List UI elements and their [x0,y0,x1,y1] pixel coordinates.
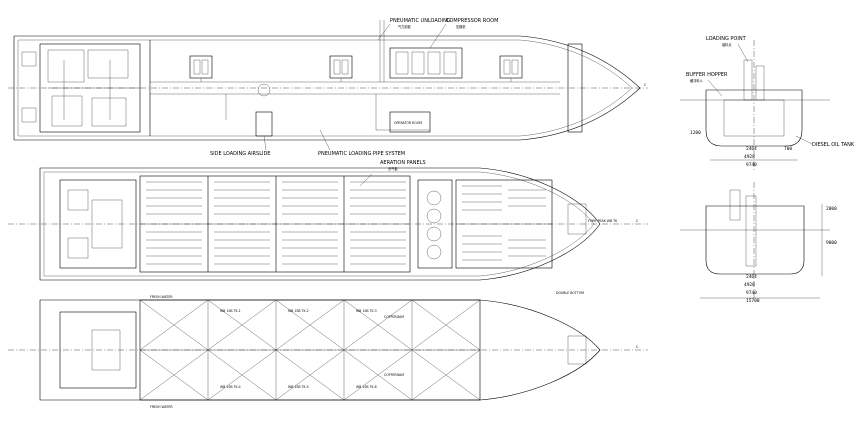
callout-compressor-room: COMPRESSOR ROOM 压缩机 [429,18,498,49]
svg-text:压缩机: 压缩机 [456,24,466,29]
svg-text:PNEUMATIC UNLOADING: PNEUMATIC UNLOADING [390,18,451,24]
callout-aeration-panels: AERATION PANELS 充气板 [359,160,426,187]
svg-text:WB 1SB TK.2: WB 1SB TK.2 [288,309,309,313]
svg-text:9000: 9000 [826,240,837,246]
callout-buffer-hopper: BUFFER HOPPER 缓冲料斗 [686,72,728,97]
callout-pneumatic-unloading: PNEUMATIC UNLOADING 气力卸载 [377,18,451,41]
svg-text:2464: 2464 [746,274,757,280]
svg-text:4928: 4928 [744,154,755,160]
svg-text:充气板: 充气板 [388,166,398,171]
fresh-water-label-bottom: FRESH WATER [150,405,173,409]
callout-loading-point: LOADING POINT 装料点 [706,36,749,63]
double-bottom-plan: DOUBLE BOTTOM C FRESH WATER FRESH WATER … [8,291,648,409]
fresh-water-label-top: FRESH WATER [150,295,173,299]
svg-text:2000: 2000 [826,206,837,212]
svg-text:BUFFER HOPPER: BUFFER HOPPER [686,72,728,78]
svg-text:4928: 4928 [744,282,755,288]
svg-text:15700: 15700 [746,298,760,304]
callout-diesel-oil-tank: DIESEL OIL TANK [795,135,855,148]
hold-plan-middle: C FORE PEAK WB TK [8,160,648,281]
svg-text:缓冲料斗: 缓冲料斗 [690,78,703,83]
svg-text:WB 1SB TK.1: WB 1SB TK.1 [220,309,241,313]
svg-text:DIESEL OIL TANK: DIESEL OIL TANK [812,142,855,148]
svg-text:AERATION PANELS: AERATION PANELS [380,160,426,166]
svg-text:SIDE LOADING AIRSLIDE: SIDE LOADING AIRSLIDE [210,151,270,157]
cofferdam-label-top: COFFERDAM [384,315,404,319]
svg-text:C: C [644,83,647,87]
operator-room-label: OPERATOR ROOM [394,121,422,125]
svg-text:WB 1SB TK.6: WB 1SB TK.6 [356,385,377,389]
svg-text:1200: 1200 [690,130,701,136]
svg-text:C: C [636,345,639,349]
svg-text:C: C [636,219,639,223]
svg-text:气力卸载: 气力卸载 [398,24,412,29]
cross-section-upper: LOADING POINT 装料点 BUFFER HOPPER 缓冲料斗 DIE… [680,36,855,170]
svg-text:COMPRESSOR ROOM: COMPRESSOR ROOM [446,18,498,24]
cofferdam-label-bottom: COFFERDAM [384,373,404,377]
cross-section-lower: 2464 4928 9740 15700 2000 9000 [680,182,837,304]
svg-text:WB 1SB TK.5: WB 1SB TK.5 [288,385,309,389]
svg-text:WB 1SB TK.4: WB 1SB TK.4 [220,385,241,389]
svg-text:LOADING POINT: LOADING POINT [706,36,747,42]
double-bottom-label: DOUBLE BOTTOM [556,291,584,295]
svg-text:9740: 9740 [746,162,757,168]
svg-text:9740: 9740 [746,290,757,296]
svg-text:PNEUMATIC LOADING PIPE SYSTEM: PNEUMATIC LOADING PIPE SYSTEM [318,151,405,157]
svg-text:WB 1SB TK.3: WB 1SB TK.3 [356,309,377,313]
callout-pneumatic-loading-pipe: PNEUMATIC LOADING PIPE SYSTEM [318,129,405,157]
deck-plan-top: C OPERATOR ROOM [8,18,648,157]
svg-text:2464: 2464 [746,146,757,152]
callout-side-loading-airslide: SIDE LOADING AIRSLIDE [210,135,270,157]
svg-text:700: 700 [784,146,792,152]
fore-peak-label: FORE PEAK WB TK [588,219,618,223]
svg-text:装料点: 装料点 [722,42,732,47]
